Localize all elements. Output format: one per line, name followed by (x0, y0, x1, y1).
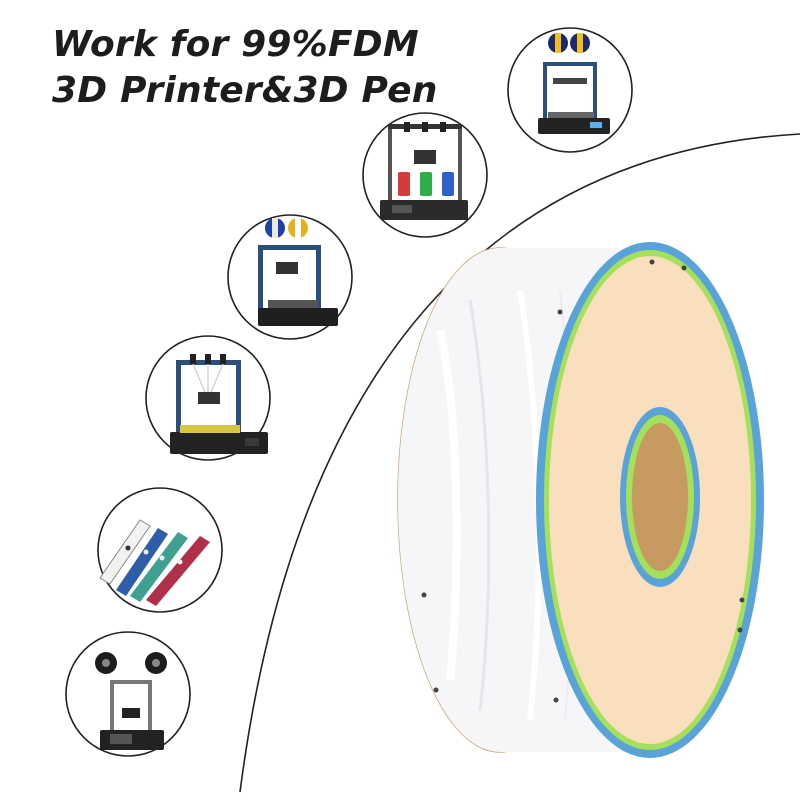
printer-dual-spool-icon (258, 218, 338, 326)
thumbnail-printer-1 (507, 27, 633, 153)
headline-line-2: 3D Printer&3D Pen (52, 70, 438, 111)
printer-triple-head-icon (170, 354, 268, 454)
thumbnail-printer-6 (65, 631, 191, 757)
printer-triple-spool-icon (380, 122, 468, 220)
thumbnail-printer-4 (145, 335, 271, 461)
divider-arc (239, 133, 800, 793)
filament-spool-icon (397, 242, 764, 758)
headline-line-1: Work for 99%FDM (52, 24, 419, 65)
printer-dual-spool-top-icon (538, 33, 610, 134)
printer-large-frame-icon (95, 652, 167, 750)
thumbnail-printer-3 (227, 214, 353, 340)
headline: Work for 99%FDM 3D Printer&3D Pen (52, 22, 438, 114)
thumbnail-3d-pens (97, 487, 223, 613)
3d-pens-icon (99, 519, 210, 606)
thumbnail-printer-2 (362, 112, 488, 238)
